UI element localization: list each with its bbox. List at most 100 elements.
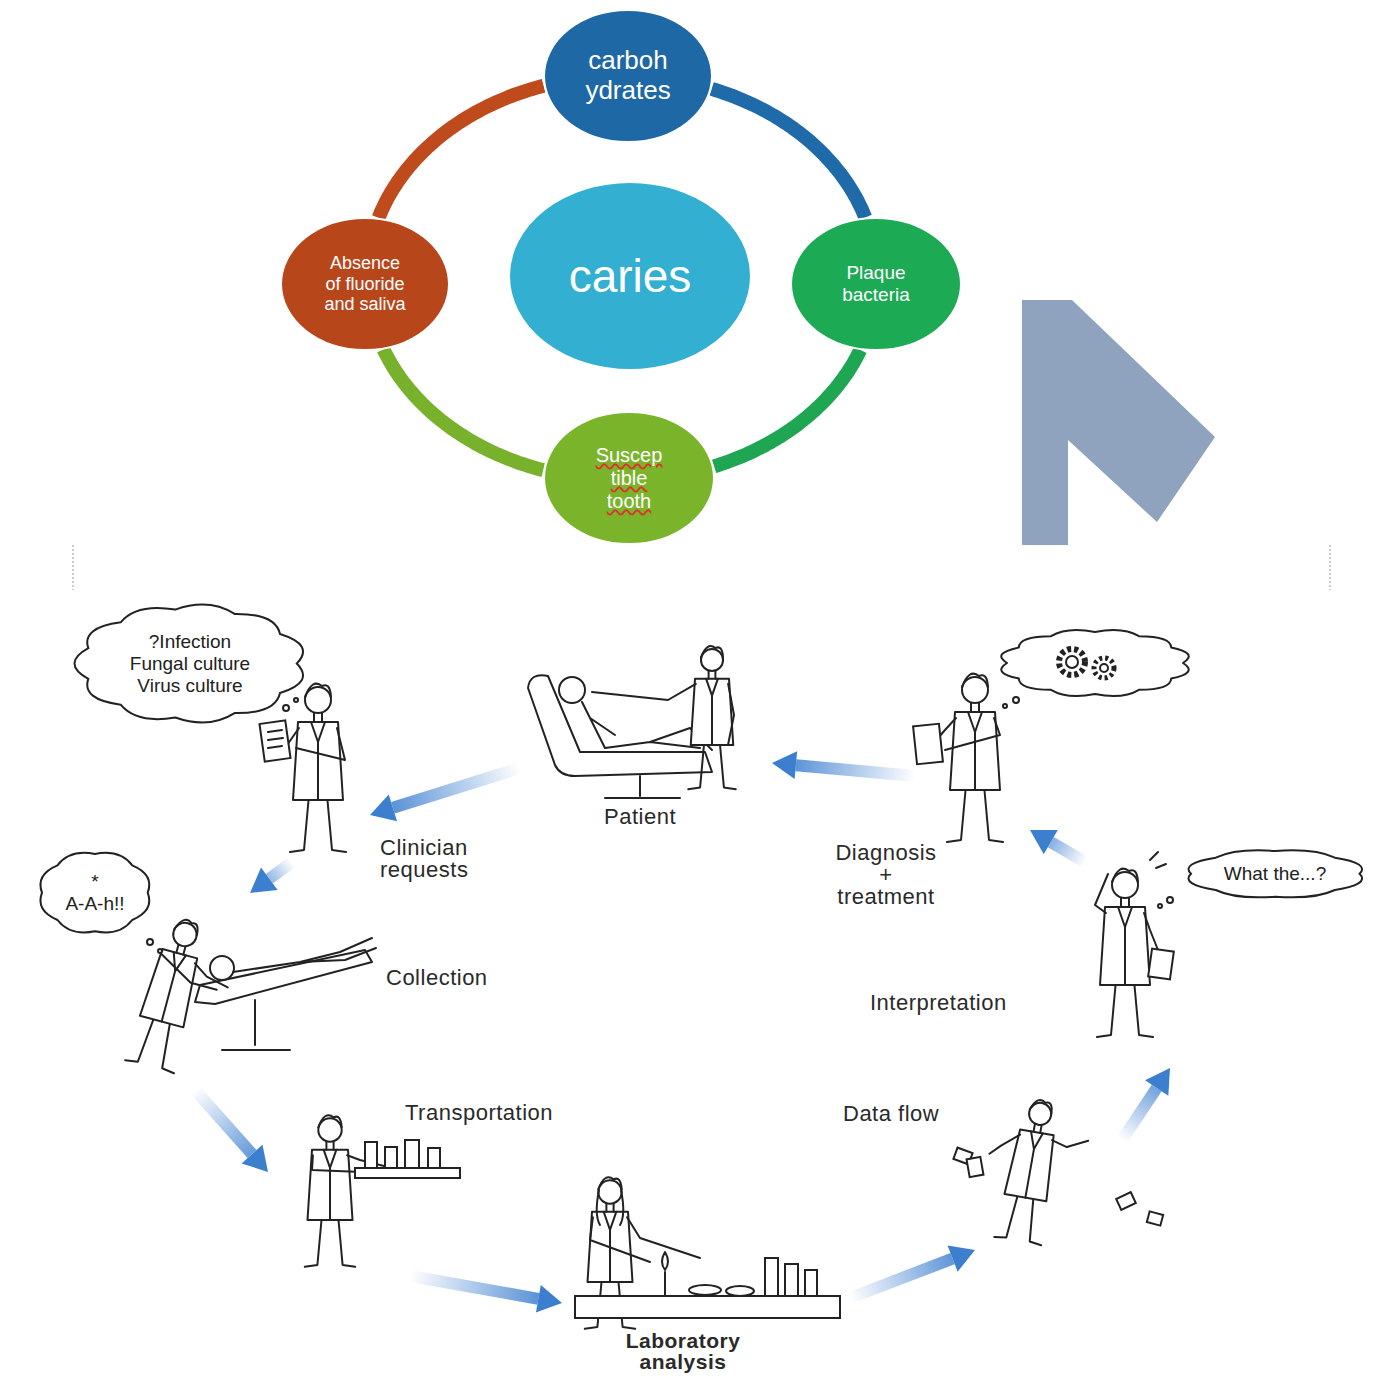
sketch-line [305,1216,355,1267]
stress-marks [1150,852,1166,868]
flow-arrowhead [948,1246,975,1272]
figure-label: Interpretation [870,992,1007,1014]
figure-label: Laboratory analysis [626,1330,741,1372]
sketch-line [945,718,1000,750]
chair-base [605,776,680,798]
sketch-line [962,674,988,687]
thought-bubble: ?Infection Fungal culture Virus culture [84,609,297,718]
sketch-line [598,1177,621,1189]
lab-bottle [785,1264,798,1296]
flow-arrow [850,1259,953,1298]
sketch-line [701,646,723,657]
circle-fill [544,412,714,544]
flow-arrow [195,1090,252,1154]
thought-dot [1003,704,1007,708]
dashed-margin-line [73,545,74,590]
circle-fill [509,182,751,370]
factor-circle: Absence of fluoride and saliva [280,217,450,351]
sketch-line [1118,907,1132,985]
petri-dish [726,1286,754,1296]
dental-chair [195,950,372,1004]
thought-bubble [1001,630,1188,696]
dentist-figure [592,646,736,789]
sketch-line [947,785,1003,842]
bunsen-burner [657,1252,673,1296]
thought-dot [158,949,162,953]
clipboard [259,720,290,761]
head [305,687,331,713]
sketch-line [1030,1098,1054,1113]
head [1112,872,1138,898]
petri-dish [689,1285,721,1295]
thought-dot [1167,897,1173,903]
dentist-figure [125,914,242,1081]
circle-label: Absence of fluoride and saliva [323,253,408,315]
ring-arc [712,89,866,218]
sample-bottle [385,1147,397,1168]
dental-chair [528,675,712,776]
sketch-line [140,948,202,1027]
head [962,677,988,703]
flow-arrow [393,768,520,808]
sample-bottle [405,1140,419,1168]
sketch-line [1097,980,1153,1037]
flow-arrowhead [370,794,397,821]
sketch-line [989,1130,1020,1158]
ring-arc [714,350,860,467]
sample-bottle [428,1148,440,1168]
gear [1094,658,1114,678]
figure-label: Clinician requests [380,837,468,881]
flying-paper [1147,1211,1163,1225]
sketch-line [318,1115,341,1127]
factor-circle: Suscep tible tooth [543,411,715,545]
flow-arrowhead [242,1145,268,1172]
big-arrow-shape [1022,300,1215,545]
sketch-line [296,728,345,760]
bubble-text: ?Infection Fungal culture Virus culture [123,631,256,697]
flow-arrow [269,862,292,879]
center-circle: caries [508,181,752,371]
figure-label: Diagnosis + treatment [835,842,936,908]
thought-dot [1013,697,1019,703]
bubble-text: * [91,871,98,893]
sketch-line [324,1150,337,1220]
figure-label: Collection [386,967,488,989]
figure-label: Transportation [405,1102,553,1124]
figure-label: Patient [604,806,676,828]
hair [597,1190,624,1225]
flow-arrowhead [1145,1068,1170,1096]
gear-hub [1100,664,1108,672]
patient-head [210,956,234,980]
circle-label: Suscep tible tooth [596,444,663,513]
lab-bench [575,1296,840,1318]
sketch-line [950,712,1000,790]
sketch-line [1100,907,1150,985]
sketch-line [1112,869,1138,882]
flying-paper [1116,1192,1136,1210]
flow-arrowhead [250,867,278,893]
thought-dot [283,705,289,711]
thought-dot [294,698,298,702]
bubble-text: What the...? [1224,863,1326,885]
circle-fill [544,10,712,142]
sketch-line [311,722,325,800]
held-paper [967,1157,984,1177]
sketch-line [627,1217,700,1258]
sketch-line [308,1150,353,1220]
thought-dot [147,939,153,945]
sketch-line [191,963,231,987]
flow-arrow [796,765,915,776]
dashed-margin-line [1330,545,1331,590]
clipboard-lines [268,730,283,748]
sketch-line [157,955,222,990]
ring-arc [384,349,544,470]
sketch-line [1095,874,1108,913]
sketch-line [728,684,734,745]
sketch-line [1051,1134,1088,1150]
factor-circle: Plaque bacteria [790,217,962,351]
clipboard [913,724,943,765]
head [1027,1101,1053,1127]
report-paper [1148,949,1174,980]
sketch-line [305,684,331,697]
runner-figure [975,1093,1093,1250]
